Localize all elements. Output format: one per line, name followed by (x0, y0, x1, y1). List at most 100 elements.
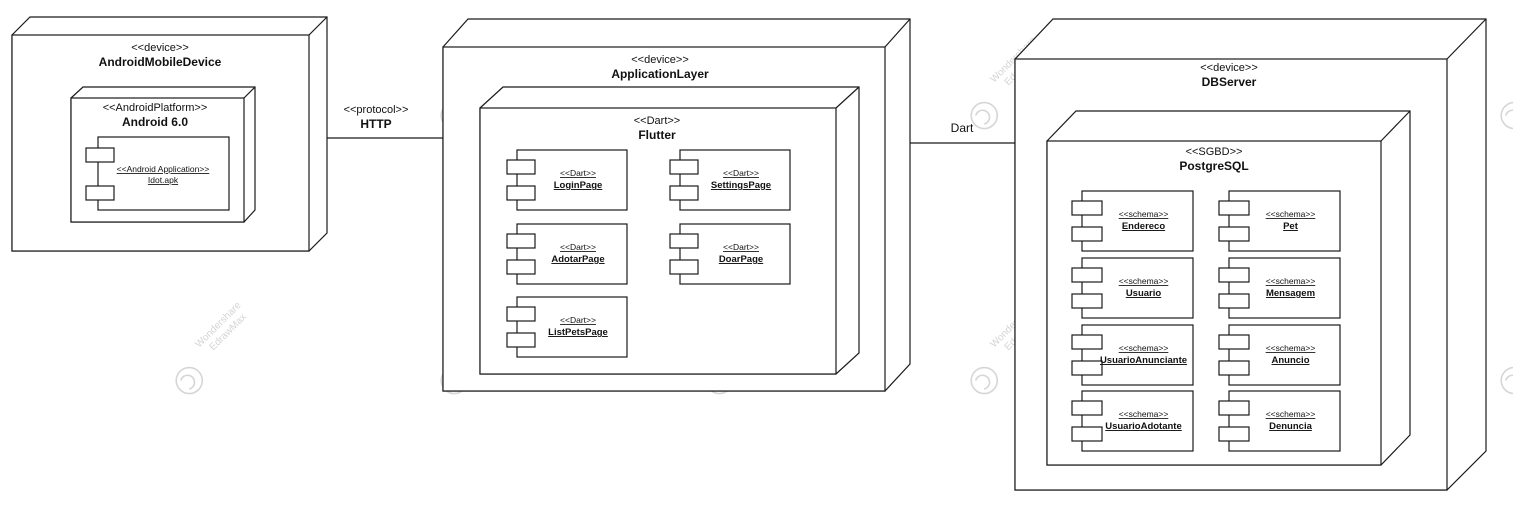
component-port-icon (506, 185, 536, 201)
component-loginpage: <<Dart>> LoginPage (506, 149, 628, 211)
component-endereco: <<schema>> Endereco (1071, 190, 1194, 252)
component-name: ListPetsPage (548, 327, 608, 338)
edrawmax-logo-icon (1500, 366, 1513, 395)
component-port-icon (85, 185, 115, 201)
android-application-component: <<Android Application>> Idot.apk (85, 136, 230, 211)
component-usuarioadotante: <<schema>> UsuarioAdotante (1071, 390, 1194, 452)
edrawmax-logo-mark (1504, 374, 1513, 390)
component-name: Mensagem (1266, 288, 1315, 299)
component-adotarpage: <<Dart>> AdotarPage (506, 223, 628, 285)
node-stereotype: <<SGBD>> (1186, 146, 1243, 158)
component-port-icon (1218, 293, 1250, 309)
component-stereotype: <<Dart>> (560, 242, 596, 252)
component-stereotype: <<Dart>> (723, 168, 759, 178)
component-stereotype: <<Dart>> (723, 242, 759, 252)
component-port-icon (669, 233, 699, 249)
component-port-icon (1218, 200, 1250, 216)
component-pet: <<schema>> Pet (1218, 190, 1341, 252)
component-settingspage: <<Dart>> SettingsPage (669, 149, 791, 211)
component-port-icon (1218, 426, 1250, 442)
edrawmax-logo-icon (175, 366, 204, 395)
component-stereotype: <<schema>> (1266, 209, 1316, 219)
component-port-icon (506, 306, 536, 322)
component-port-icon (1071, 293, 1103, 309)
component-stereotype: <<schema>> (1266, 276, 1316, 286)
component-doarpage: <<Dart>> DoarPage (669, 223, 791, 285)
node-stereotype: <<device>> (631, 54, 689, 66)
component-listpetspage: <<Dart>> ListPetsPage (506, 296, 628, 358)
http-connection-stereotype: <<protocol>> (344, 104, 409, 116)
component-port-icon (669, 159, 699, 175)
node-stereotype: <<device>> (131, 42, 189, 54)
component-name: LoginPage (554, 180, 603, 191)
component-port-icon (1071, 360, 1103, 376)
component-name: Pet (1283, 221, 1299, 232)
component-port-icon (506, 332, 536, 348)
component-stereotype: <<schema>> (1266, 409, 1316, 419)
component-name: UsuarioAnunciante (1100, 355, 1187, 366)
component-port-icon (1218, 267, 1250, 283)
edrawmax-logo-icon (970, 366, 999, 395)
component-port-icon (506, 159, 536, 175)
component-name: SettingsPage (711, 180, 771, 191)
component-stereotype: <<schema>> (1119, 209, 1169, 219)
component-name: Endereco (1122, 221, 1165, 232)
component-port-icon (669, 185, 699, 201)
node-name: ApplicationLayer (611, 67, 709, 81)
component-port-icon (1071, 426, 1103, 442)
component-stereotype: <<Dart>> (560, 315, 596, 325)
component-port-icon (1218, 400, 1250, 416)
component-anuncio: <<schema>> Anuncio (1218, 324, 1341, 386)
component-name: AdotarPage (551, 254, 604, 265)
component-usuario: <<schema>> Usuario (1071, 257, 1194, 319)
component-port-icon (506, 233, 536, 249)
component-port-icon (1218, 226, 1250, 242)
node-name: DBServer (1202, 75, 1257, 89)
component-usuarioanunciante: <<schema>> UsuarioAnunciante (1071, 324, 1194, 386)
component-port-icon (1071, 226, 1103, 242)
component-stereotype: <<Android Application>> (117, 164, 210, 174)
component-name: UsuarioAdotante (1105, 421, 1182, 432)
component-port-icon (1071, 200, 1103, 216)
edrawmax-logo-icon (1500, 101, 1513, 130)
edrawmax-logo-icon (970, 101, 999, 130)
component-port-icon (1218, 334, 1250, 350)
component-port-icon (1218, 360, 1250, 376)
node-name: AndroidMobileDevice (99, 55, 222, 69)
component-name: Usuario (1126, 288, 1162, 299)
component-port-icon (1071, 334, 1103, 350)
edrawmax-logo-mark (974, 109, 991, 125)
component-port-icon (669, 259, 699, 275)
component-port-icon (1071, 267, 1103, 283)
component-stereotype: <<Dart>> (560, 168, 596, 178)
component-stereotype: <<schema>> (1119, 276, 1169, 286)
edrawmax-logo-mark (974, 374, 991, 390)
component-port-icon (506, 259, 536, 275)
component-name: Anuncio (1272, 355, 1310, 366)
component-mensagem: <<schema>> Mensagem (1218, 257, 1341, 319)
component-name: DoarPage (719, 254, 763, 265)
component-denuncia: <<schema>>Denuncia (1218, 390, 1341, 452)
component-name: Idot.apk (148, 175, 179, 185)
node-stereotype: <<Dart>> (634, 115, 680, 127)
component-port-icon (1071, 400, 1103, 416)
component-stereotype: <<schema>> (1266, 343, 1316, 353)
component-stereotype: <<schema>> (1119, 343, 1169, 353)
edrawmax-logo-mark (179, 374, 196, 390)
edrawmax-logo-mark (1504, 109, 1513, 125)
node-name: Flutter (638, 128, 676, 142)
schema-components-group: <<schema>>Endereco<<schema>>Pet<<schema>… (1071, 190, 1341, 452)
node-stereotype: <<AndroidPlatform>> (103, 102, 208, 114)
dart-components-group: <<Dart>>LoginPage<<Dart>>SettingsPage<<D… (506, 149, 791, 358)
component-stereotype: <<schema>> (1119, 409, 1169, 419)
http-connection-label: HTTP (360, 117, 391, 131)
node-name: Android 6.0 (122, 115, 188, 129)
dart-connection-label: Dart (951, 121, 974, 135)
node-name: PostgreSQL (1179, 159, 1248, 173)
component-port-icon (85, 147, 115, 163)
node-stereotype: <<device>> (1200, 62, 1258, 74)
